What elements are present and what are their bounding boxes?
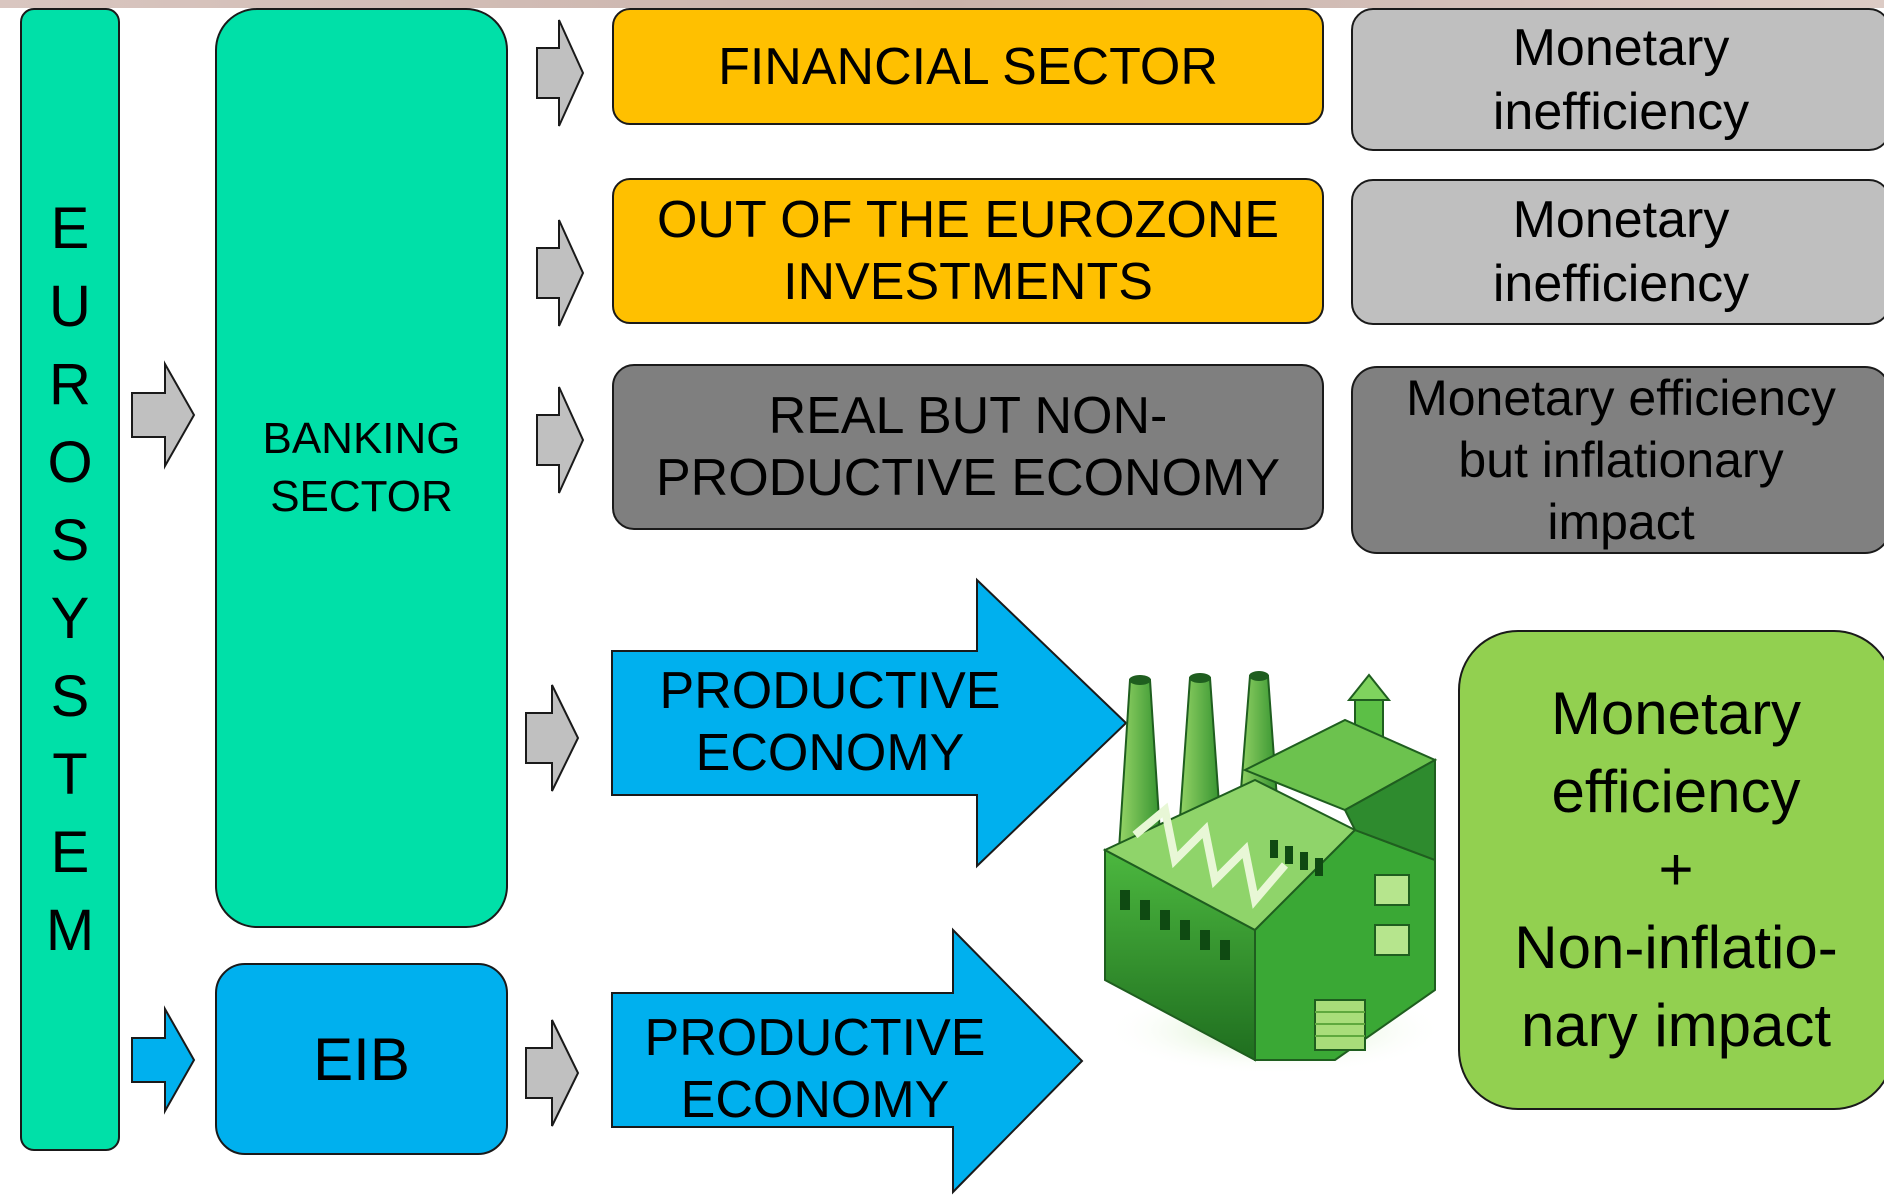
arrow-banking-to-out-of-eurozone-icon	[536, 219, 585, 327]
eurosystem-letter: U	[49, 273, 91, 339]
financial-sector-box: FINANCIAL SECTOR	[612, 8, 1324, 125]
eurosystem-letter: M	[45, 897, 95, 963]
eurosystem-letter: R	[49, 351, 91, 417]
eib-box: EIB	[215, 963, 508, 1155]
outcome-real-non-productive-label: Monetary efficiency but inflationary imp…	[1406, 370, 1836, 550]
real-non-productive-box: REAL BUT NON- PRODUCTIVE ECONOMY	[612, 364, 1324, 530]
outcome-financial-sector: Monetary inefficiency	[1351, 8, 1884, 151]
out-of-eurozone-label: OUT OF THE EUROZONE INVESTMENTS	[656, 191, 1280, 311]
arrow-banking-to-financial-icon	[536, 19, 585, 127]
eib-label: EIB	[313, 1025, 410, 1093]
eurosystem-letter: Y	[50, 585, 90, 651]
arrow-eurosystem-to-banking-icon	[131, 360, 196, 470]
arrow-eurosystem-to-eib-icon	[131, 1005, 196, 1115]
eurosystem-letter: O	[47, 429, 93, 495]
arrow-banking-to-productive-icon	[525, 684, 580, 792]
eurosystem-letter: T	[52, 741, 88, 807]
out-of-eurozone-box: OUT OF THE EUROZONE INVESTMENTS	[612, 178, 1324, 324]
factory-icon	[1102, 671, 1440, 1075]
eurosystem-letter: E	[50, 819, 90, 885]
outcome-real-non-productive: Monetary efficiency but inflationary imp…	[1351, 366, 1884, 554]
arrow-banking-to-real-non-productive-icon	[536, 386, 585, 494]
outcome-financial-sector-label: Monetary inefficiency	[1492, 18, 1750, 141]
productive-economy-arrow-eib-icon	[611, 927, 1084, 1195]
arrow-eib-to-productive-icon	[525, 1019, 580, 1127]
eurosystem-box: E U R O S Y S T E M	[20, 8, 120, 1151]
banking-sector-label: BANKING SECTOR	[262, 414, 461, 521]
financial-sector-label: FINANCIAL SECTOR	[718, 37, 1218, 96]
top-decoration-bar	[0, 0, 1884, 8]
real-non-productive-label: REAL BUT NON- PRODUCTIVE ECONOMY	[655, 387, 1281, 507]
banking-sector-box: BANKING SECTOR	[215, 8, 508, 928]
eurosystem-letter: E	[50, 195, 90, 261]
eurosystem-letter: S	[50, 663, 90, 729]
eurosystem-letter: S	[50, 507, 90, 573]
productive-economy-arrow-bank-icon	[611, 577, 1128, 869]
outcome-productive: Monetary efficiency + Non-inflatio- nary…	[1458, 630, 1884, 1110]
outcome-out-of-eurozone-label: Monetary inefficiency	[1492, 191, 1750, 313]
productive-economy-bank-label: PRODUCTIVE ECONOMY	[659, 662, 1001, 782]
productive-economy-eib-label: PRODUCTIVE ECONOMY	[644, 1009, 986, 1129]
outcome-out-of-eurozone: Monetary inefficiency	[1351, 179, 1884, 325]
outcome-productive-label: Monetary efficiency + Non-inflatio- nary…	[1514, 680, 1838, 1059]
